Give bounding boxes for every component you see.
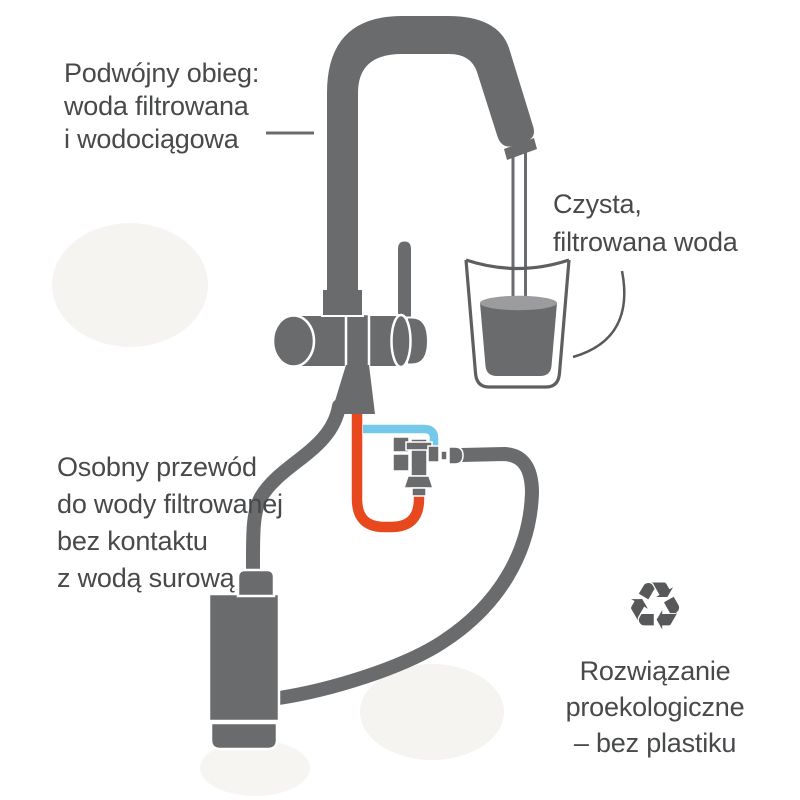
stream-edge-left bbox=[511, 150, 515, 303]
stream-fill bbox=[514, 150, 524, 303]
filter-top-cap bbox=[236, 568, 276, 598]
mixer-body-right-joint bbox=[390, 313, 412, 369]
annotation-line: proekologiczne bbox=[565, 692, 745, 722]
mixer-body-center-column bbox=[344, 312, 371, 370]
faucet-base bbox=[331, 365, 375, 414]
faucet-handle bbox=[398, 241, 411, 322]
valve-block-lower bbox=[392, 453, 410, 472]
hose-fitting bbox=[448, 446, 464, 465]
water-glass bbox=[464, 258, 571, 389]
annotation-line: filtrowana woda bbox=[553, 227, 738, 257]
background-blob bbox=[52, 223, 208, 347]
annotation-line: z wodą surową bbox=[57, 563, 235, 593]
recycling-icon: ♻ bbox=[625, 568, 685, 645]
t-valve bbox=[392, 436, 464, 497]
faucet-spout bbox=[327, 16, 534, 295]
stream-edge-right bbox=[524, 150, 527, 303]
annotation-separate-pipe: Osobny przewód do wody filtrowanej bez k… bbox=[57, 449, 283, 597]
background-blob bbox=[200, 740, 310, 796]
annotation-line: Osobny przewód bbox=[57, 452, 257, 482]
filter-body bbox=[207, 592, 281, 723]
valve-nut bbox=[402, 475, 435, 489]
annotation-line: bez kontaktu bbox=[57, 526, 208, 556]
annotation-clean-water: Czysta, filtrowana woda bbox=[553, 185, 738, 261]
glass-outline bbox=[464, 259, 571, 389]
pointer-curve-clean-water bbox=[572, 270, 626, 359]
valve-port bbox=[427, 445, 440, 463]
annotation-line: do wody filtrowanej bbox=[57, 489, 283, 519]
faucet bbox=[271, 16, 537, 414]
cold-water-tube bbox=[363, 424, 439, 450]
filtered-water-tube bbox=[351, 405, 425, 533]
water-stream bbox=[511, 150, 527, 303]
annotation-line: – bez plastiku bbox=[573, 728, 737, 758]
spout-tip bbox=[504, 138, 537, 160]
mixer-body-right-end bbox=[406, 316, 430, 366]
annotation-eco-solution: Rozwiązanie proekologiczne – bez plastik… bbox=[535, 653, 775, 761]
annotation-line: Podwójny obieg: bbox=[64, 58, 260, 88]
mixer-body-left-cap bbox=[271, 314, 316, 368]
annotation-dual-circuit: Podwójny obieg: woda filtrowana i wodoci… bbox=[64, 57, 259, 156]
valve-stem bbox=[411, 487, 427, 497]
annotation-line: Rozwiązanie bbox=[579, 656, 731, 686]
glass-water-fill bbox=[480, 303, 557, 376]
raw-water-hose bbox=[245, 399, 346, 583]
background-shading bbox=[52, 223, 504, 796]
background-blob bbox=[360, 664, 504, 760]
filter-bottom-cap bbox=[209, 721, 279, 751]
glass-rim bbox=[465, 258, 570, 271]
annotation-line: Czysta, bbox=[553, 189, 642, 219]
valve-connector bbox=[440, 450, 448, 461]
annotation-line: woda filtrowana bbox=[64, 91, 249, 121]
filter-cartridge bbox=[207, 568, 281, 751]
glass-water-surface bbox=[480, 295, 557, 311]
outlet-hose bbox=[272, 446, 540, 705]
annotation-line: i wodociągowa bbox=[64, 124, 239, 154]
